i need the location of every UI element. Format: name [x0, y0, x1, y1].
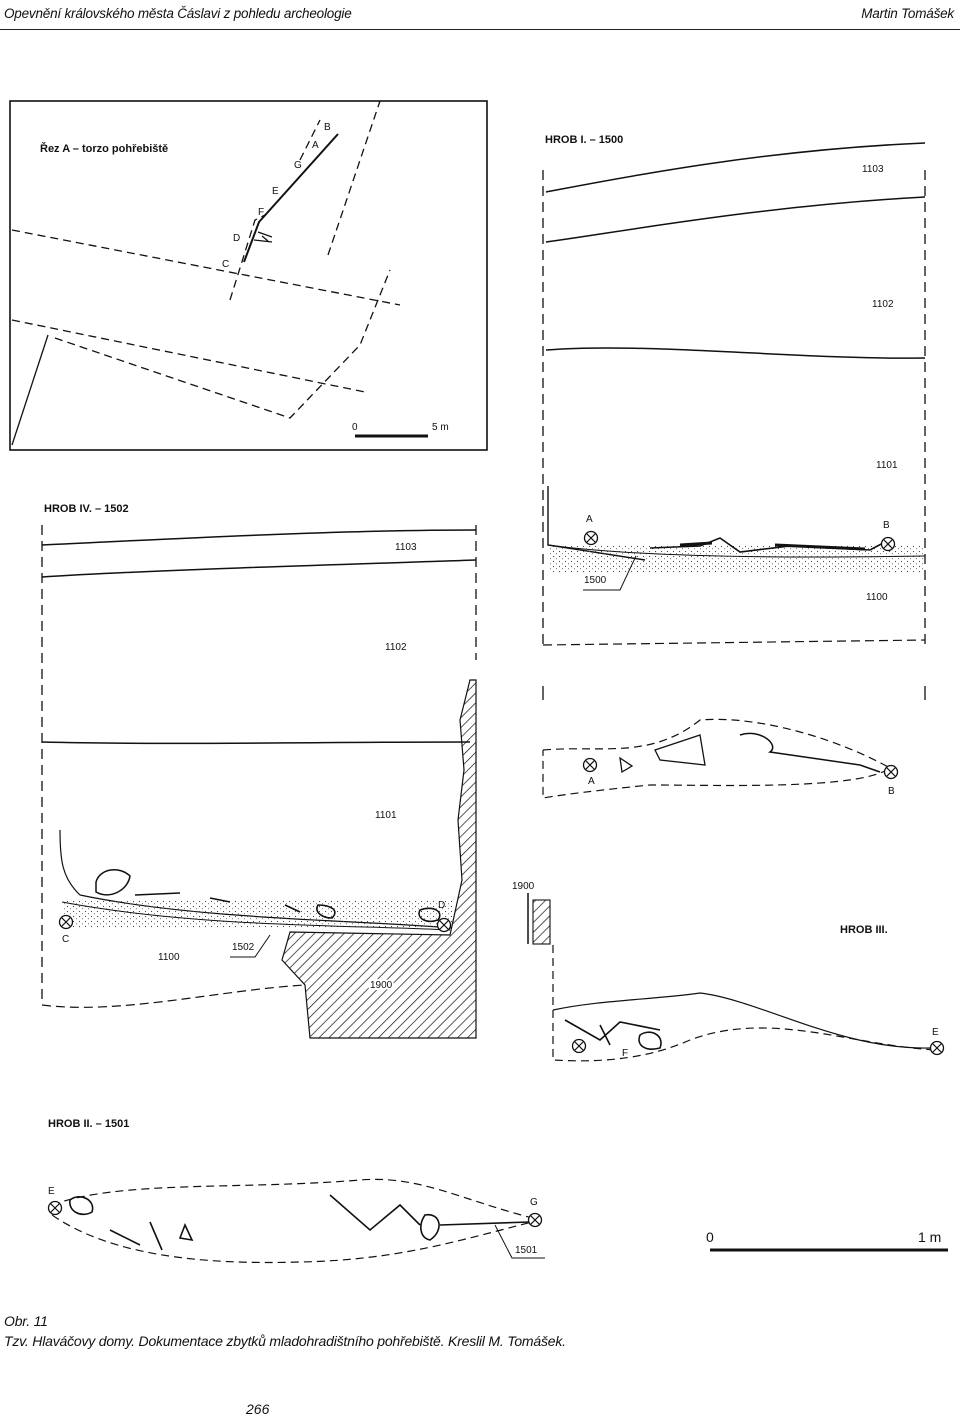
running-header-title: Opevnění královského města Čáslavi z poh… — [4, 6, 352, 21]
map-point-d: D — [233, 233, 240, 244]
grave-1-layer-1100: 1100 — [866, 592, 888, 603]
grave-4-layer-1100: 1100 — [158, 952, 180, 963]
map-point-c: C — [222, 259, 229, 270]
grave-2-title: HROB II. – 1501 — [48, 1118, 129, 1130]
grave-1-point-a: A — [586, 514, 593, 525]
grave-4-cut-1900: 1900 — [370, 980, 393, 991]
grave-2-point-g: G — [530, 1197, 538, 1208]
grave-2-fill-1501: 1501 — [515, 1245, 538, 1256]
grave-4-layer-1103: 1103 — [395, 542, 417, 553]
grave-1-section: HROB I. – 1500 1103 1102 1101 1100 A B 1… — [542, 134, 926, 799]
grave-1-layer-1101: 1101 — [876, 460, 898, 471]
grave-2-plan: HROB II. – 1501 E G 1501 — [47, 1118, 545, 1264]
grave-4-fill-1502: 1502 — [232, 942, 255, 953]
site-map: Řez A – torzo pohřebiště B A G E F D C 0… — [9, 100, 488, 451]
grave-4-title: HROB IV. – 1502 — [44, 503, 129, 515]
grave-1-plan-point-b: B — [888, 786, 895, 797]
figure-caption: Tzv. Hlaváčovy domy. Dokumentace zbytků … — [4, 1333, 566, 1349]
grave-3-plan: 1900 HROB III. F E — [512, 881, 945, 1062]
map-title: Řez A – torzo pohřebiště — [40, 142, 168, 155]
running-header-author: Martin Tomášek — [861, 6, 954, 21]
page-number: 266 — [246, 1401, 270, 1417]
map-point-e: E — [272, 186, 279, 197]
scale-start: 0 — [706, 1229, 714, 1245]
grave-2-point-e: E — [48, 1186, 55, 1197]
map-point-g: G — [294, 160, 302, 171]
grave-4-point-d: D — [438, 900, 445, 911]
grave-1-title: HROB I. – 1500 — [545, 134, 623, 146]
grave-1-layer-1103: 1103 — [862, 164, 884, 175]
map-scale-start: 0 — [352, 422, 358, 433]
grave-1-point-b: B — [883, 520, 890, 531]
grave-3-title: HROB III. — [840, 924, 888, 936]
map-scale-end: 5 m — [432, 422, 449, 433]
grave-4-point-c: C — [62, 934, 69, 945]
figure-label: Obr. 11 — [4, 1313, 48, 1329]
map-point-f: F — [258, 207, 264, 218]
grave-1-fill-1500: 1500 — [584, 575, 607, 586]
header-rule — [0, 29, 960, 30]
grave-4-section: HROB IV. – 1502 1103 1102 1101 1100 1900… — [41, 503, 477, 1039]
grave-1-layer-1102: 1102 — [872, 299, 894, 310]
figure-drawing: Řez A – torzo pohřebiště B A G E F D C 0… — [9, 100, 948, 1264]
grave-3-point-e: E — [932, 1027, 939, 1038]
scale-end: 1 m — [918, 1229, 941, 1245]
grave-3-cut-1900: 1900 — [512, 881, 535, 892]
map-point-a: A — [312, 140, 319, 151]
grave-4-layer-1101: 1101 — [375, 810, 397, 821]
grave-1-plan-point-a: A — [588, 776, 595, 787]
grave-4-layer-1102: 1102 — [385, 642, 407, 653]
map-scale-bar: 0 5 m — [352, 422, 449, 438]
map-point-b: B — [324, 122, 331, 133]
scale-bar-1m: 0 1 m — [706, 1229, 948, 1252]
grave-3-point-f: F — [622, 1048, 628, 1059]
